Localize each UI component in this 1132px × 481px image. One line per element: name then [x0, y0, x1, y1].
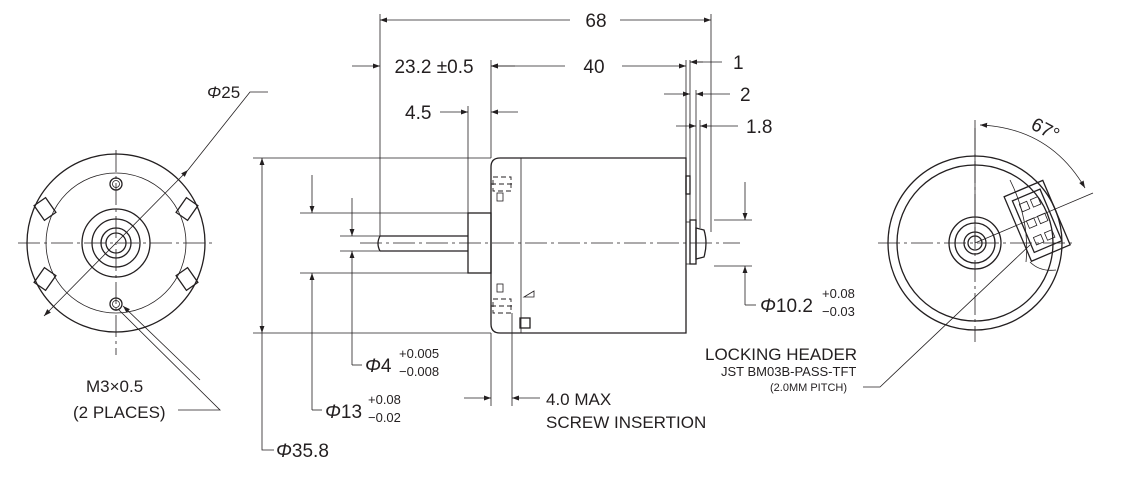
tol-phi-13-plus: +0.08 [368, 392, 401, 407]
header-note-line2: JST BM03B-PASS-TFT [721, 364, 856, 379]
dim-phi-10-2: Φ10.2 [760, 296, 813, 317]
dim-phi-4: Φ4 [365, 356, 392, 377]
header-note-line1: LOCKING HEADER [705, 345, 857, 364]
phi-25-label: Φ25 [207, 83, 240, 102]
front-view [18, 91, 268, 411]
locking-header [1003, 179, 1071, 263]
dim-flange-4-5: 4.5 [405, 103, 431, 124]
rear-view [863, 120, 1094, 388]
angle-67: 67° [1027, 114, 1062, 146]
tol-phi-10-2-minus: −0.03 [822, 304, 855, 319]
dim-rear-1: 1 [733, 53, 744, 74]
dim-phi-35-8: Φ35.8 [276, 441, 329, 462]
dim-rear-1-8: 1.8 [746, 117, 772, 138]
dim-rear-2: 2 [740, 85, 751, 106]
side-view [253, 14, 756, 451]
thread-note-line2: (2 PLACES) [73, 403, 166, 422]
screw-note-line2: SCREW INSERTION [546, 413, 706, 432]
dim-body-length: 40 [583, 57, 604, 78]
dim-overall-length: 68 [585, 11, 606, 32]
tol-phi-4-minus: −0.008 [399, 364, 439, 379]
dim-phi-13: Φ13 [325, 402, 362, 423]
thread-note-line1: M3×0.5 [86, 377, 143, 396]
header-note-line3: (2.0MM PITCH) [770, 382, 847, 394]
screw-note-line1: 4.0 MAX [546, 390, 611, 409]
tol-phi-13-minus: −0.02 [368, 410, 401, 425]
tol-phi-10-2-plus: +0.08 [822, 286, 855, 301]
tol-phi-4-plus: +0.005 [399, 346, 439, 361]
dim-shaft-length: 23.2 ±0.5 [394, 57, 473, 78]
